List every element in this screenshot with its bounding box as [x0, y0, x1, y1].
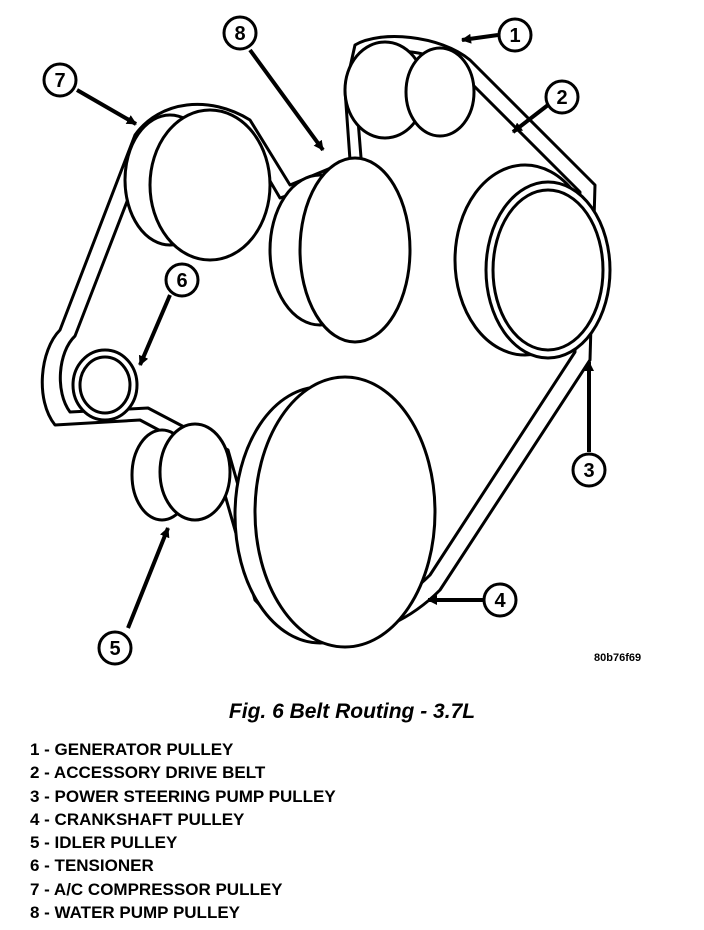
water-pump-pulley: [268, 156, 412, 344]
callout-1-circle: [497, 17, 533, 53]
callout-leaders: [76, 33, 594, 629]
power-steering-pump-pulley: [453, 163, 612, 360]
callout-4-label: 4: [494, 590, 506, 612]
generator-pulley: [343, 40, 476, 140]
callout-circles: [42, 15, 607, 666]
callout-3-circle: [571, 452, 607, 488]
callout-8-label: 8: [234, 23, 245, 45]
tensioner-pulley: [71, 348, 139, 422]
crankshaft-pulley: [233, 375, 437, 649]
legend-item: 6 - TENSIONER: [30, 856, 154, 876]
legend-list: 1 - GENERATOR PULLEY 2 - ACCESSORY DRIVE…: [30, 738, 336, 924]
legend-item: 1 - GENERATOR PULLEY: [30, 740, 234, 759]
callout-6-label: 6: [176, 270, 187, 292]
callout-3-label: 3: [583, 460, 594, 482]
belt-routing-diagram: 1 2 3 4 5 6 7 8: [40, 15, 612, 666]
legend-item: 8 - WATER PUMP PULLEY: [30, 903, 241, 923]
idler-pulley: [130, 422, 232, 522]
ac-compressor-pulley: [123, 108, 272, 262]
callout-1-label: 1: [509, 25, 520, 47]
legend-item: 4 - CRANKSHAFT PULLEY: [30, 809, 245, 829]
callout-7-circle: [42, 62, 78, 98]
callout-5-label: 5: [109, 638, 120, 660]
callout-2-label: 2: [556, 87, 567, 109]
legend-item: 5 - IDLER PULLEY: [30, 833, 178, 853]
legend-item: 7 - A/C COMPRESSOR PULLEY: [30, 879, 283, 899]
legend-item: 3 - POWER STEERING PUMP PULLEY: [30, 786, 336, 806]
callout-7-label: 7: [54, 70, 65, 92]
callout-4-circle: [482, 582, 518, 618]
figure-caption: Fig. 6 Belt Routing - 3.7L: [228, 700, 476, 723]
callout-8-circle: [222, 15, 258, 51]
callout-5-circle: [97, 630, 133, 666]
callout-2-circle: [544, 79, 580, 115]
legend-item: 2 - ACCESSORY DRIVE BELT: [30, 763, 266, 783]
callout-6-circle: [164, 262, 200, 298]
figure-reference-code: 80b76f69: [594, 652, 642, 664]
